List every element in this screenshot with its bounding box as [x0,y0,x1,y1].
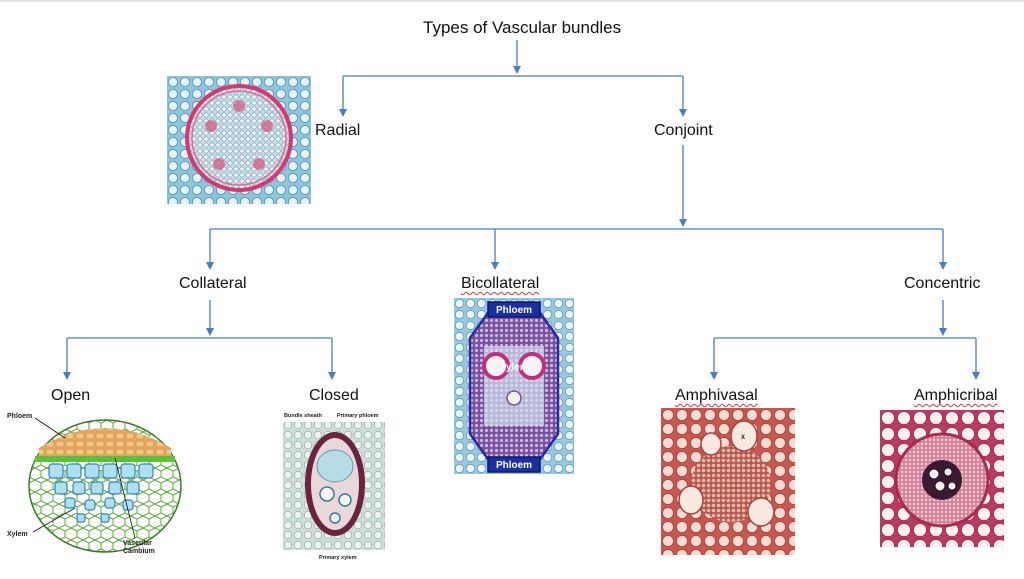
closed-primary-xylem-label: Primary xylem [319,555,357,561]
diagram-title: Types of Vascular bundles [423,18,622,37]
amphivasal-micrograph: X [661,408,795,555]
node-closed: Closed [309,387,359,404]
amphivasal-x-label: X [741,435,745,441]
top-border [0,0,1024,2]
amphicribal-micrograph [880,410,1004,547]
bicollateral-xylem-label: Xylem [499,362,529,373]
open-xylem-label: Xylem [7,531,28,538]
node-open: Open [51,387,91,404]
bicollateral-phloem-top-label: Phloem [496,305,532,316]
node-conjoint: Conjoint [654,122,713,139]
closed-primary-phloem-label: Primary phloem [337,413,379,419]
node-bicollateral: Bicollateral [461,275,540,292]
open-cambium-label-2: Cambium [123,548,155,555]
node-concentric: Concentric [904,275,981,292]
node-collateral: Collateral [179,275,247,292]
open-bundle-diagram: Phloem Xylem Vascular Cambium [5,408,185,556]
bicollateral-phloem-bottom-label: Phloem [496,460,532,471]
node-radial: Radial [315,122,361,139]
node-amphivasal: Amphivasal [675,387,758,404]
closed-bundle-micrograph: Bundle sheath Primary phloem Primary xyl… [283,410,385,562]
bicollateral-micrograph: Phloem Xylem Phloem [454,298,574,474]
node-amphicribal: Amphicribal [914,387,998,404]
radial-micrograph [167,76,311,204]
open-phloem-label: Phloem [7,413,32,420]
open-cambium-label-1: Vascular [123,540,152,547]
closed-bundle-sheath-label: Bundle sheath [284,413,323,419]
